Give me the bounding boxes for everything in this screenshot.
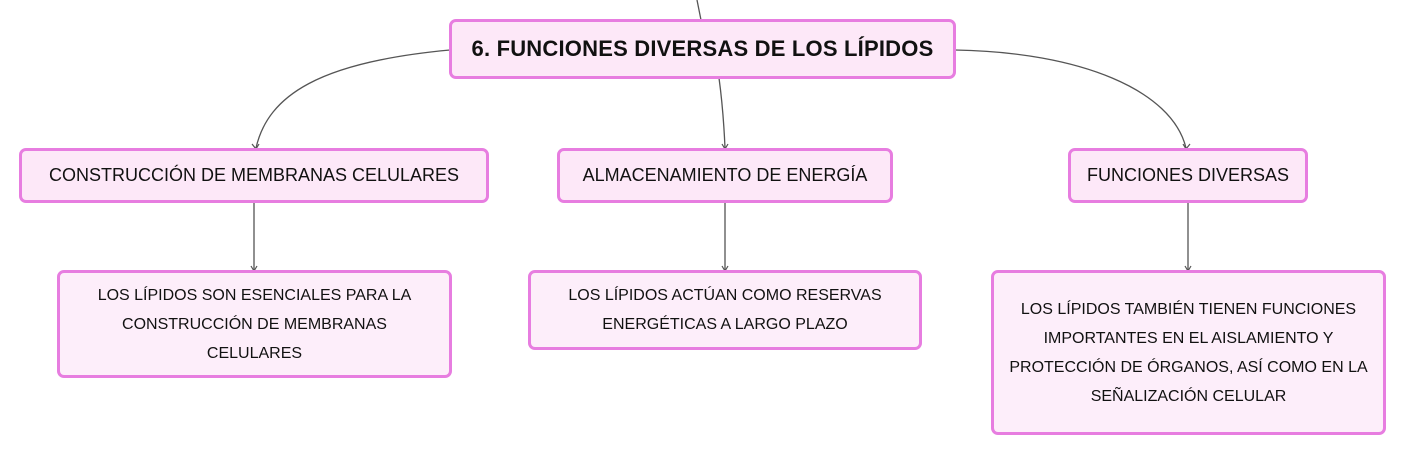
branch-energia[interactable]: ALMACENAMIENTO DE ENERGÍA (557, 148, 893, 203)
detail-funciones[interactable]: LOS LÍPIDOS TAMBIÉN TIENEN FUNCIONES IMP… (991, 270, 1386, 435)
branch-funciones-label: FUNCIONES DIVERSAS (1086, 165, 1290, 185)
detail-membranas-text: LOS LÍPIDOS SON ESENCIALES PARA LA CONST… (97, 286, 412, 362)
root-topic[interactable]: 6. FUNCIONES DIVERSAS DE LOS LÍPIDOS (449, 19, 956, 79)
connector-root-branch-1 (255, 49, 451, 149)
branch-membranas[interactable]: CONSTRUCCIÓN DE MEMBRANAS CELULARES (19, 148, 489, 203)
detail-energia[interactable]: LOS LÍPIDOS ACTÚAN COMO RESERVAS ENERGÉT… (528, 270, 922, 350)
branch-funciones[interactable]: FUNCIONES DIVERSAS (1068, 148, 1308, 203)
detail-energia-text: LOS LÍPIDOS ACTÚAN COMO RESERVAS ENERGÉT… (568, 287, 882, 333)
branch-energia-label: ALMACENAMIENTO DE ENERGÍA (582, 165, 868, 185)
root-topic-label: 6. FUNCIONES DIVERSAS DE LOS LÍPIDOS (471, 36, 934, 61)
detail-membranas[interactable]: LOS LÍPIDOS SON ESENCIALES PARA LA CONST… (57, 270, 452, 378)
connector-root-branch-2 (718, 77, 726, 149)
detail-funciones-text: LOS LÍPIDOS TAMBIÉN TIENEN FUNCIONES IMP… (1009, 300, 1368, 405)
branch-membranas-label: CONSTRUCCIÓN DE MEMBRANAS CELULARES (48, 165, 460, 185)
connector-parent (696, 0, 702, 21)
connector-root-branch-3 (954, 49, 1187, 149)
